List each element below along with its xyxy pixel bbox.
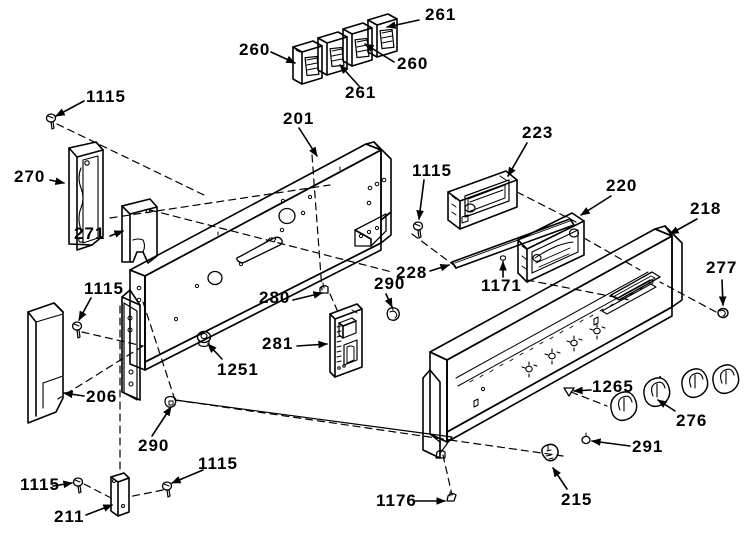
part-281-circuit-board	[329, 303, 363, 378]
part-277-knob-retainer	[717, 307, 729, 319]
callout-218: 218	[690, 199, 722, 218]
callout-211: 211	[54, 507, 85, 526]
part-291-push-nut	[581, 432, 591, 445]
fastener-group-1115	[45, 113, 424, 498]
callout-260-left: 260	[239, 40, 271, 59]
callout-290-a: 290	[374, 274, 406, 293]
callout-271: 271	[74, 224, 106, 243]
callout-277: 277	[706, 258, 738, 277]
assembly-guide-lines	[56, 123, 717, 500]
callout-1265: 1265	[592, 377, 634, 396]
part-215-small-clip	[541, 443, 559, 462]
callout-261-bottom: 261	[345, 83, 377, 102]
callout-290-b: 290	[138, 436, 170, 455]
callout-260-right: 260	[397, 54, 429, 73]
callout-228: 228	[396, 263, 428, 282]
callout-201: 201	[283, 109, 315, 128]
callout-220: 220	[606, 176, 638, 195]
callout-1115-e: 1115	[20, 475, 60, 494]
callout-1115-a: 1115	[86, 87, 126, 106]
part-206-left-side-trim-panel	[27, 302, 64, 424]
part-223-control-module-left	[447, 170, 518, 230]
part-1176-screw	[446, 491, 457, 502]
callout-1171: 1171	[481, 276, 522, 295]
callout-1251: 1251	[217, 360, 259, 379]
part-276-control-knobs	[610, 364, 740, 422]
callout-1115-c: 1115	[84, 279, 124, 298]
callout-270: 270	[14, 167, 46, 186]
leader-lines	[49, 19, 727, 516]
callout-215: 215	[561, 490, 593, 509]
callout-281: 281	[262, 334, 294, 353]
callout-280: 280	[259, 288, 291, 307]
callout-1115-b: 1115	[412, 161, 452, 180]
part-201-main-backguard-panel	[121, 141, 392, 401]
callout-291: 291	[632, 437, 664, 456]
part-218-control-panel-front	[422, 225, 683, 459]
callout-1115-d: 1115	[198, 454, 238, 473]
callout-1176: 1176	[376, 491, 417, 510]
part-271-right-end-bracket	[121, 198, 158, 264]
callout-223: 223	[522, 123, 554, 142]
callout-261-top: 261	[425, 5, 457, 24]
reference-lines	[174, 399, 453, 453]
part-280-mounting-pin	[319, 282, 329, 294]
part-270-left-end-bracket	[68, 141, 104, 251]
callout-276: 276	[676, 411, 708, 430]
part-290-cable-clips	[164, 305, 400, 408]
callout-206: 206	[86, 387, 118, 406]
